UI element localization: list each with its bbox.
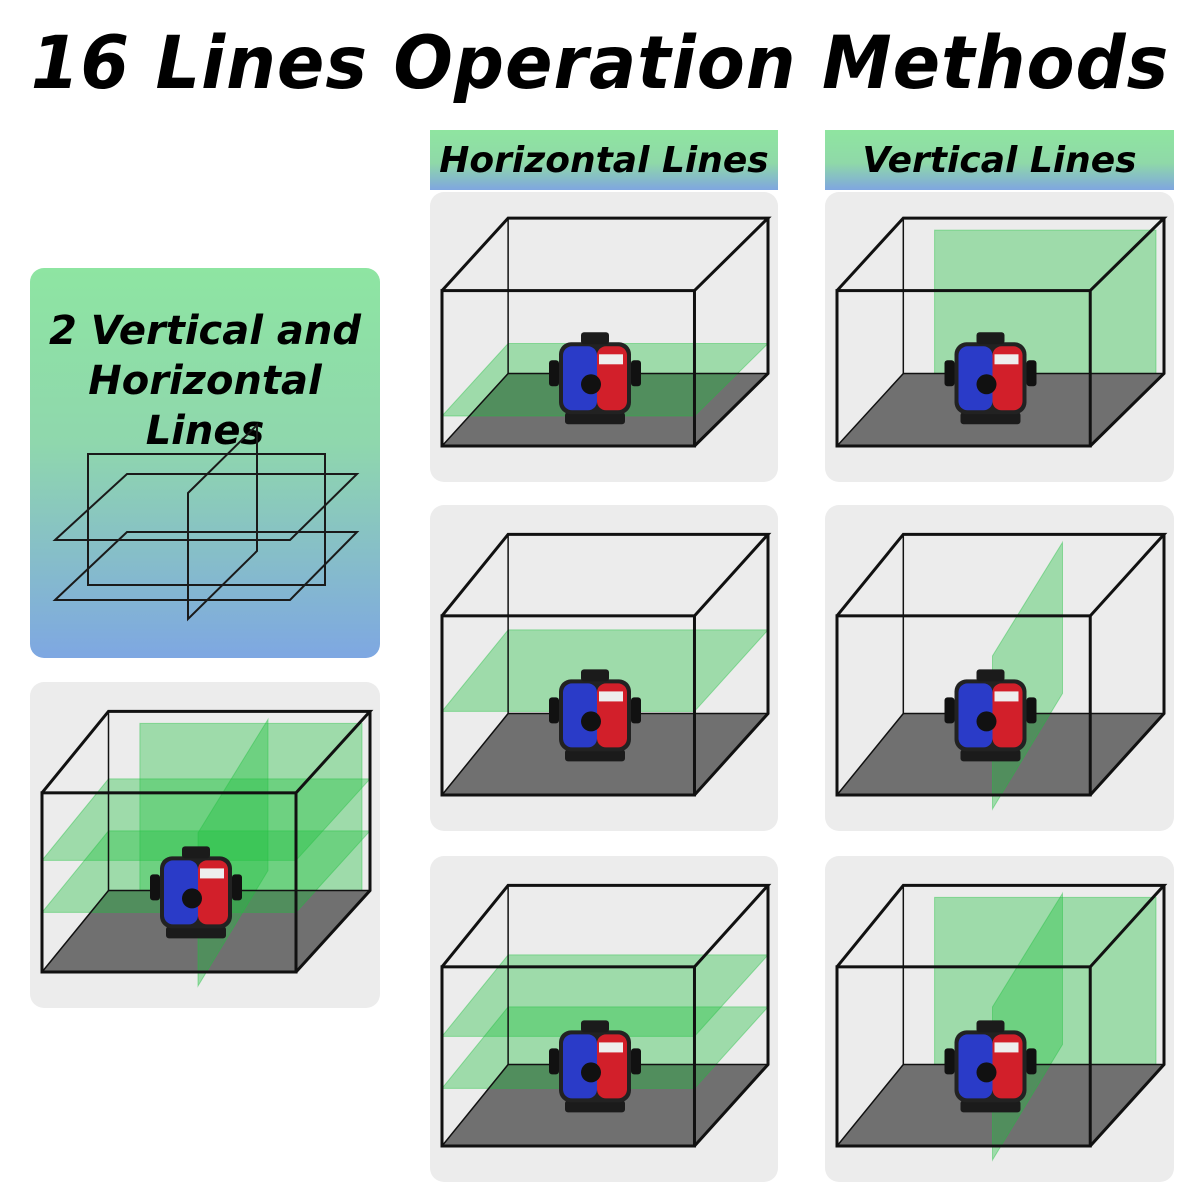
laser-level-device xyxy=(944,1020,1037,1113)
panel-vertical-2 xyxy=(825,505,1174,831)
vertical-lines-header: Vertical Lines xyxy=(825,130,1174,190)
feature-title-line2: Horizontal Lines xyxy=(88,358,322,454)
panel-horizontal-3 xyxy=(430,856,778,1182)
panel-vertical-3 xyxy=(825,856,1174,1182)
panel-horizontal-2 xyxy=(430,505,778,831)
box-wireframe xyxy=(835,532,1168,797)
panel-horizontal-1 xyxy=(430,192,778,482)
laser-level-device xyxy=(549,1020,641,1113)
panel-vertical-1 xyxy=(825,192,1174,482)
feature-title: 2 Vertical and Horizontal Lines xyxy=(30,306,380,456)
laser-level-device xyxy=(150,846,242,939)
laser-level-device xyxy=(549,332,641,425)
laser-level-device xyxy=(549,669,641,762)
feature-title-line1: 2 Vertical and xyxy=(49,308,361,354)
panel-2v2h xyxy=(30,682,380,1008)
feature-card-2v-2h: 2 Vertical and Horizontal Lines xyxy=(30,268,380,658)
box-wireframe xyxy=(40,709,374,974)
laser-level-device xyxy=(944,332,1037,425)
horizontal-lines-header: Horizontal Lines xyxy=(430,130,778,190)
box-wireframe xyxy=(835,883,1168,1148)
laser-level-device xyxy=(944,669,1037,762)
page-title: 16 Lines Operation Methods xyxy=(30,19,1170,107)
planes-diagram-icon xyxy=(52,422,360,622)
